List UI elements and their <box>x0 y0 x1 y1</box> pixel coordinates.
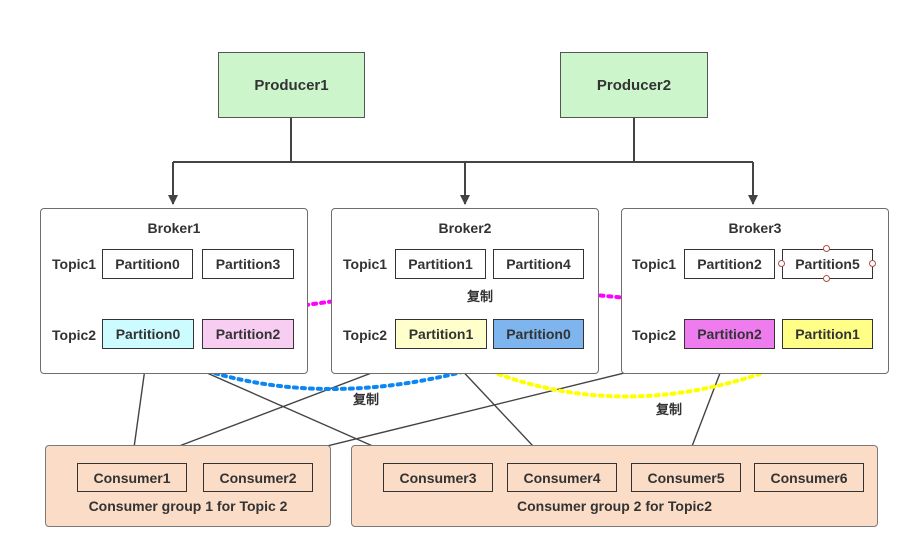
topic-label: Topic1 <box>343 256 388 272</box>
topic-label: Topic2 <box>632 327 677 343</box>
producer-box: Producer2 <box>560 52 708 118</box>
consumer-group-label: Consumer group 2 for Topic2 <box>517 498 712 514</box>
consumer-box: Consumer3 <box>383 463 493 492</box>
topic-label: Topic1 <box>632 256 677 272</box>
consumer-box: Consumer6 <box>754 463 864 492</box>
broker-title: Broker1 <box>147 220 201 236</box>
producer-connector-tree <box>168 118 758 205</box>
consumer-group: Consumer1 Consumer2 Consumer group 1 for… <box>45 445 331 527</box>
consumer-box: Consumer5 <box>631 463 741 492</box>
broker-box: Broker3 Topic1 Partition2 Partition5 Top… <box>621 208 889 374</box>
partition-box: Partition1 <box>395 249 486 279</box>
selection-handle-right[interactable] <box>869 260 876 267</box>
producer-label: Producer1 <box>254 76 329 94</box>
partition-box-leader: Partition0 <box>102 319 194 349</box>
consumer-group: Consumer3 Consumer4 Consumer5 Consumer6 … <box>351 445 878 527</box>
consumer-box: Consumer4 <box>507 463 617 492</box>
consumer-box: Consumer1 <box>77 463 187 492</box>
partition-box-replica: Partition1 <box>782 319 873 349</box>
partition-box-replica: Partition0 <box>493 319 584 349</box>
broker-title: Broker2 <box>438 220 492 236</box>
partition-box: Partition2 <box>684 249 775 279</box>
consumer-group-label: Consumer group 1 for Topic 2 <box>88 498 288 514</box>
partition-box-leader: Partition2 <box>684 319 775 349</box>
replication-label: 复制 <box>467 289 494 304</box>
topic-label: Topic1 <box>52 256 97 272</box>
replication-label: 复制 <box>656 402 683 417</box>
selection-handle-bottom[interactable] <box>823 275 830 282</box>
broker-box: Broker1 Topic1 Partition0 Partition3 Top… <box>40 208 308 374</box>
selection-handle-left[interactable] <box>778 260 785 267</box>
replication-label: 复制 <box>353 392 380 407</box>
producer-label: Producer2 <box>596 76 672 94</box>
partition-box: Partition3 <box>202 249 294 279</box>
broker-title: Broker3 <box>728 220 782 236</box>
broker-box: Broker2 Topic1 Partition1 Partition4 Top… <box>331 208 599 374</box>
partition-box-leader: Partition1 <box>395 319 487 349</box>
partition-box-replica: Partition2 <box>202 319 294 349</box>
partition-box: Partition0 <box>102 249 193 279</box>
partition-box: Partition4 <box>493 249 584 279</box>
producer-box: Producer1 <box>218 52 365 118</box>
topic-label: Topic2 <box>343 327 388 343</box>
consumer-box: Consumer2 <box>203 463 313 492</box>
topic-label: Topic2 <box>52 327 97 343</box>
selection-handle-top[interactable] <box>823 245 830 252</box>
